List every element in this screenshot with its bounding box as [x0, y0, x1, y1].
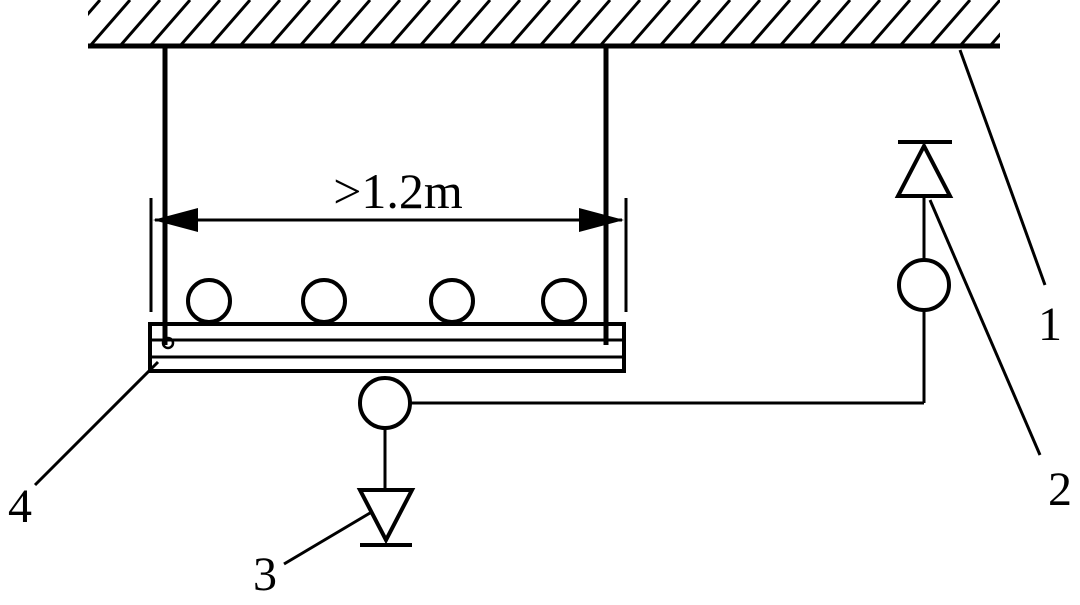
hatch-stroke: [568, 0, 612, 46]
hatch-stroke: [958, 0, 1000, 46]
support-tray: [148, 322, 626, 373]
dimension-arrow-left: [153, 208, 198, 232]
lower-level-mark: [356, 488, 416, 547]
hatch-stroke: [268, 0, 312, 46]
hatch-stroke: [508, 0, 552, 46]
callout-label-3: 3: [253, 548, 277, 601]
hatch-stroke: [478, 0, 522, 46]
upper-mark-triangle: [894, 141, 954, 198]
tray-outline: [148, 322, 626, 373]
upper-level-mark: [894, 140, 954, 198]
hatch-stroke: [658, 0, 702, 46]
level-sensor-remote: [897, 258, 951, 312]
tray-bolt: [161, 336, 175, 350]
hatch-stroke: [598, 0, 642, 46]
dimension-arrow-right: [579, 208, 624, 232]
hatch-stroke: [628, 0, 672, 46]
hatch-stroke: [688, 0, 732, 46]
hatch-stroke: [208, 0, 252, 46]
hatch-stroke: [238, 0, 282, 46]
callout-label-2: 2: [1048, 463, 1072, 516]
hatch-stroke: [328, 0, 372, 46]
pipe: [186, 278, 232, 324]
pipe: [541, 278, 587, 324]
leader-line-1: [958, 49, 1047, 286]
pipes: [186, 278, 587, 324]
leader-line-2: [928, 199, 1042, 456]
hatch-stroke: [418, 0, 462, 46]
pipe: [429, 278, 475, 324]
hatch-stroke: [808, 0, 852, 46]
level-sensor: [358, 376, 412, 430]
hatch-stroke: [868, 0, 912, 46]
hatch-stroke: [748, 0, 792, 46]
leader-line-3: [283, 511, 371, 566]
hatch-stroke: [898, 0, 942, 46]
leader-line-4: [33, 360, 160, 487]
hatch-stroke: [718, 0, 762, 46]
hatch-stroke: [1020, 0, 1060, 46]
hatch-stroke: [148, 0, 192, 46]
hatch-stroke: [358, 0, 402, 46]
hatch-stroke: [88, 0, 132, 46]
ceiling-hatching: [88, 0, 1060, 46]
hatch-stroke: [778, 0, 822, 46]
hatch-stroke: [538, 0, 582, 46]
hatch-stroke: [448, 0, 492, 46]
lower-mark-triangle: [356, 488, 416, 545]
hatch-stroke: [118, 0, 162, 46]
pipe: [301, 278, 347, 324]
hatch-stroke: [298, 0, 342, 46]
hatch-stroke: [838, 0, 882, 46]
callout-label-1: 1: [1038, 298, 1062, 351]
hatch-stroke: [928, 0, 972, 46]
hatch-stroke: [388, 0, 432, 46]
hatch-stroke: [88, 0, 102, 17]
dimension-annotation: [149, 198, 628, 312]
dimension-label: >1.2m: [333, 163, 463, 219]
hatch-stroke: [178, 0, 222, 46]
ceiling: [88, 0, 1060, 49]
hatch-stroke: [988, 32, 1000, 46]
callout-label-4: 4: [8, 480, 32, 533]
leader-lines: [33, 49, 1047, 566]
